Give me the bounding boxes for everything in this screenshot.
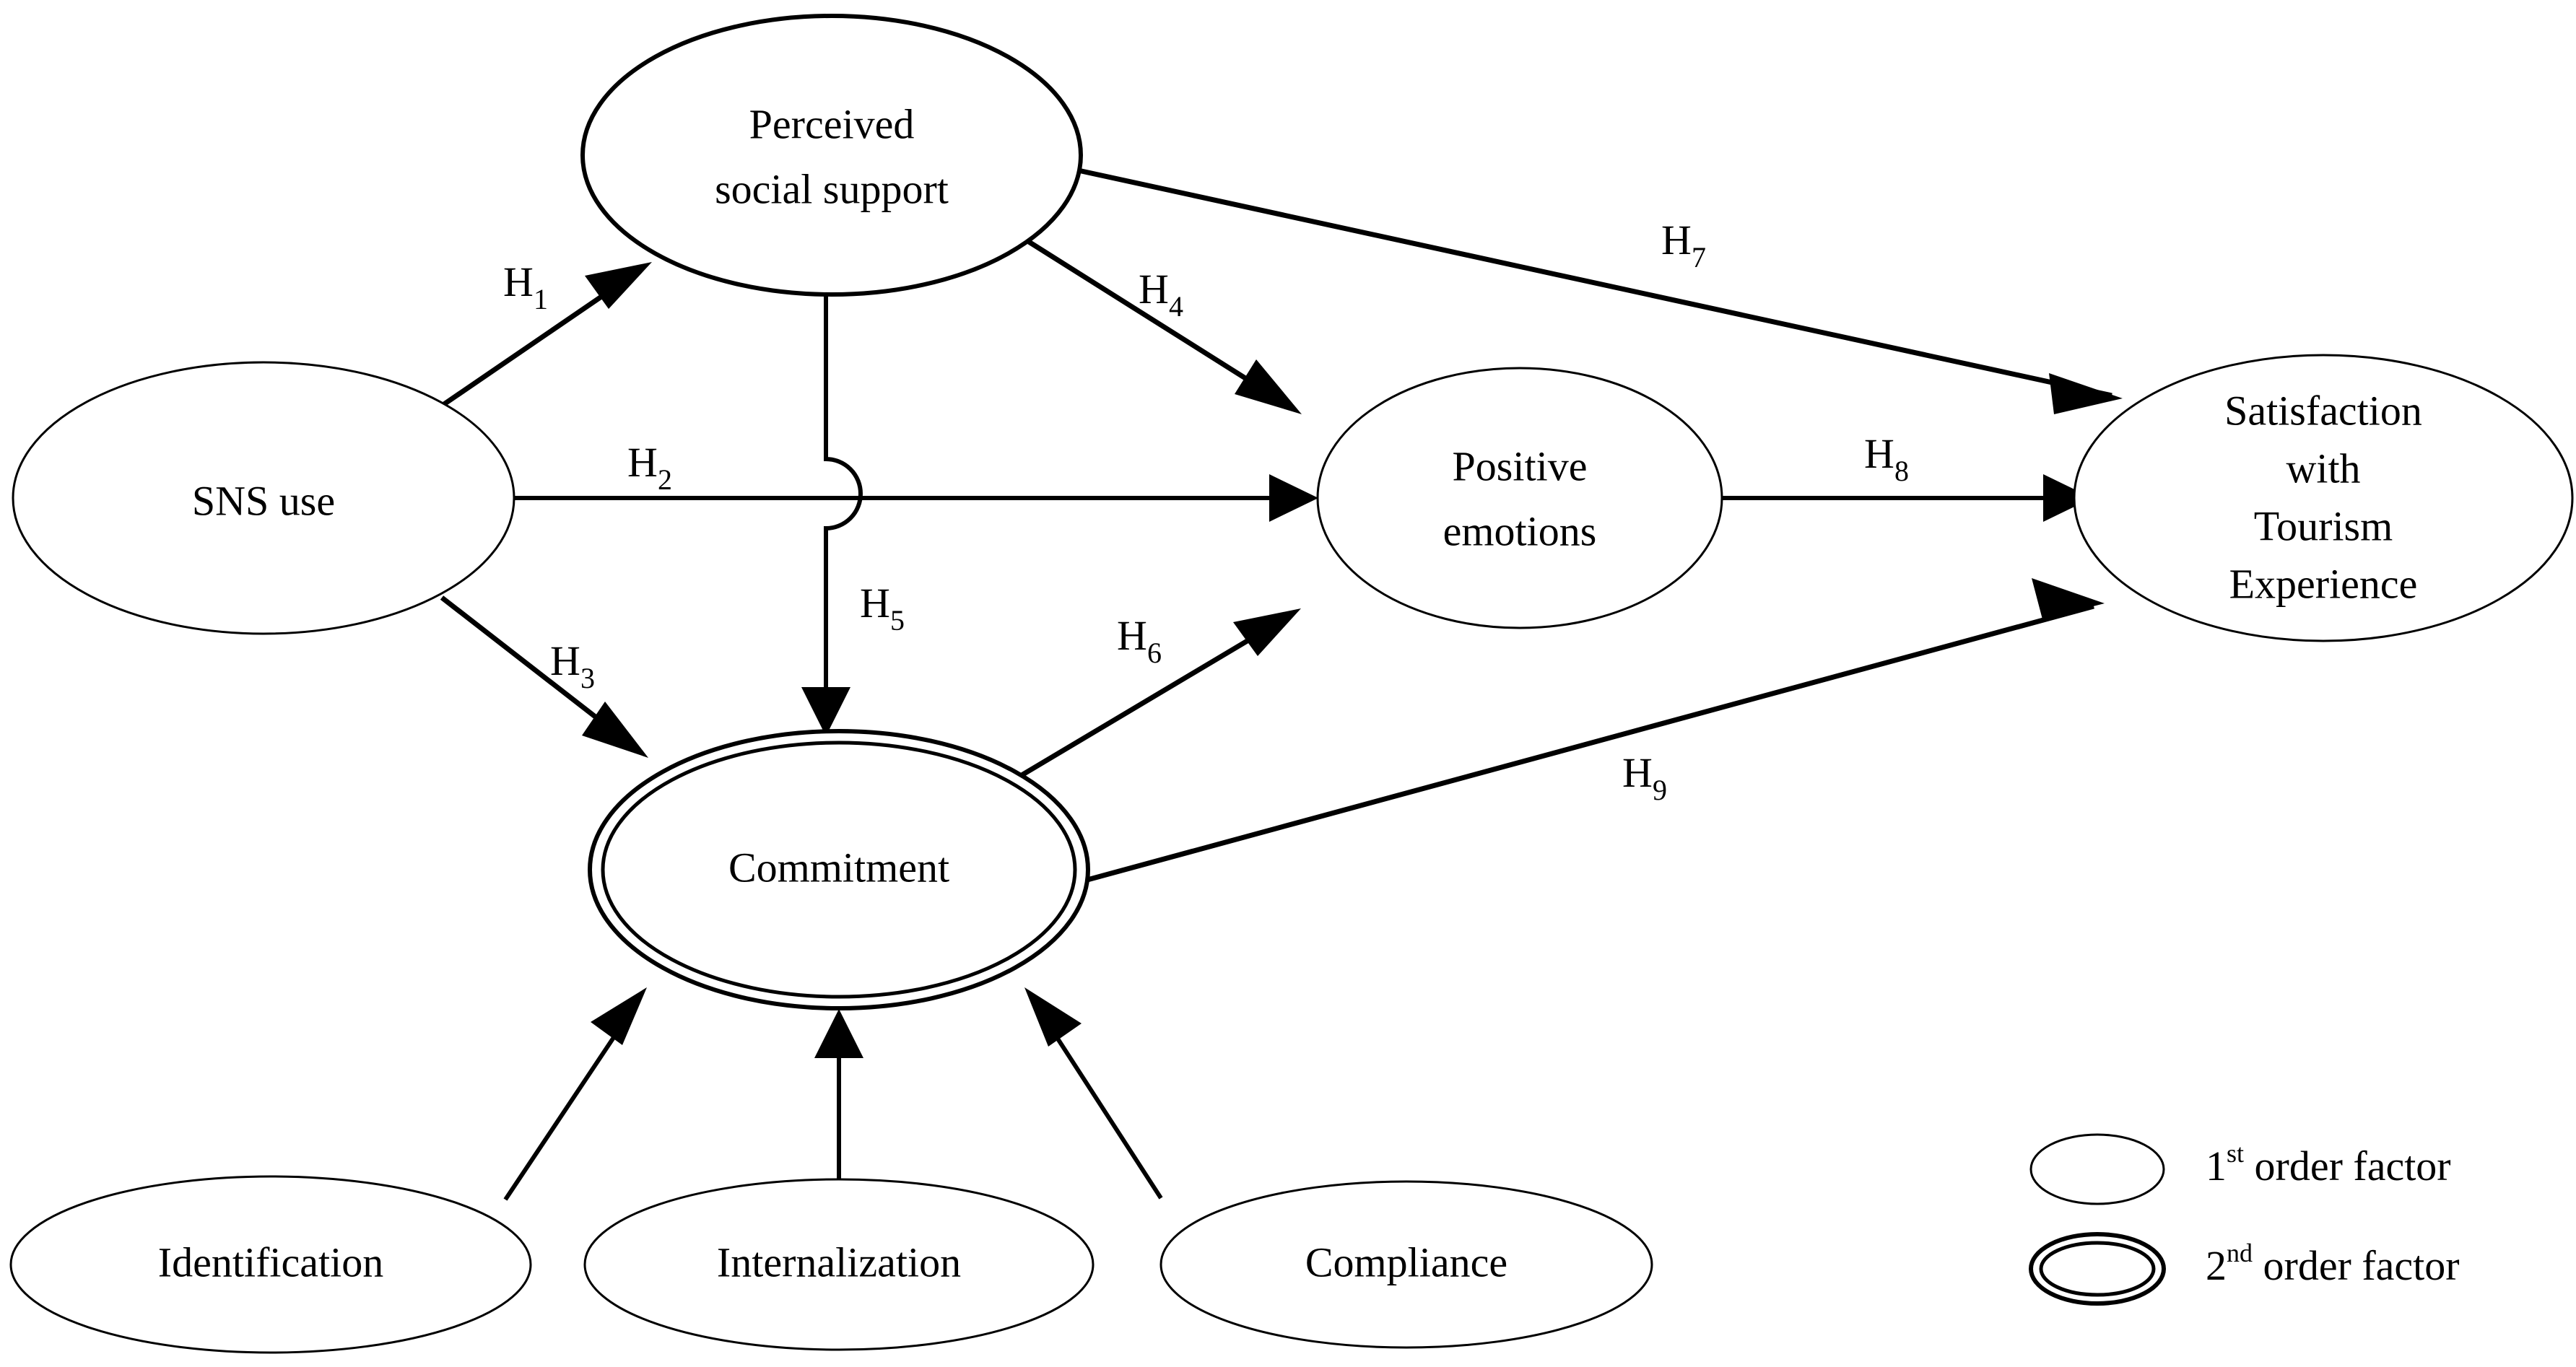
hyp-h7-base: H — [1661, 217, 1692, 263]
svg-text:H8: H8 — [1864, 430, 1909, 487]
arrowhead-h4 — [1235, 359, 1302, 414]
arrowhead-h8 — [2043, 474, 2092, 522]
edge-h6 — [1013, 608, 1301, 782]
hyp-h6-sub: 6 — [1147, 637, 1162, 669]
node-positive-emotions[interactable]: Positive emotions — [1316, 367, 1723, 629]
svg-text:H9: H9 — [1622, 749, 1667, 806]
hyp-h8-base: H — [1864, 430, 1894, 477]
node-label-identification: Identification — [158, 1239, 383, 1285]
arrowhead-compliance — [1024, 987, 1082, 1047]
node-commitment[interactable]: Commitment — [588, 729, 1090, 1010]
node-label-commitment: Commitment — [728, 844, 949, 891]
hyp-h2-base: H — [627, 439, 658, 486]
node-label-sns-use: SNS use — [192, 477, 335, 524]
node-label-satisfaction-line4: Experience — [2229, 560, 2418, 607]
legend-label-second-order: 2nd order factor — [2206, 1239, 2460, 1289]
node-label-internalization: Internalization — [717, 1239, 961, 1285]
svg-text:H7: H7 — [1661, 217, 1706, 274]
arrowhead-h5 — [801, 687, 850, 736]
hyp-h4-sub: 4 — [1169, 290, 1183, 323]
node-internalization[interactable]: Internalization — [583, 1178, 1095, 1351]
arrowhead-h3 — [582, 702, 648, 758]
edge-compliance-commitment — [1024, 987, 1163, 1200]
edge-h1 — [443, 262, 652, 406]
hyp-label-h9: H9 — [1622, 749, 1667, 806]
svg-text:H5: H5 — [860, 580, 905, 637]
arrowhead-h1 — [585, 262, 652, 309]
legend-item-second-order: 2nd order factor — [2029, 1232, 2460, 1306]
arrowhead-internalization — [814, 1009, 863, 1058]
legend-first-order-num: 1 — [2206, 1143, 2227, 1189]
node-label-positive-emotions-line2: emotions — [1443, 507, 1597, 554]
svg-text:H4: H4 — [1139, 266, 1183, 323]
legend-double-ellipse-icon-inner — [2039, 1241, 2156, 1297]
svg-text:H2: H2 — [627, 439, 672, 496]
hyp-h9-sub: 9 — [1653, 774, 1667, 806]
node-label-compliance: Compliance — [1305, 1239, 1507, 1285]
hyp-h9-base: H — [1622, 749, 1653, 796]
legend-first-order-rest: order factor — [2244, 1143, 2451, 1189]
legend: 1st order factor 2nd order factor — [2029, 1133, 2460, 1306]
hyp-label-h4: H4 — [1139, 266, 1183, 323]
edge-h7 — [1064, 165, 2123, 414]
hyp-h3-sub: 3 — [580, 662, 595, 694]
node-sns-use[interactable]: SNS use — [12, 361, 515, 635]
hyp-h1-base: H — [503, 258, 534, 305]
node-identification[interactable]: Identification — [9, 1175, 532, 1354]
edge-h5 — [801, 289, 863, 736]
hyp-h8-sub: 8 — [1894, 455, 1909, 487]
hyp-label-h7: H7 — [1661, 217, 1706, 274]
hyp-label-h2: H2 — [627, 439, 672, 496]
arrowhead-h9 — [2032, 578, 2105, 619]
arrowhead-h7 — [2049, 373, 2123, 414]
legend-item-first-order: 1st order factor — [2029, 1133, 2451, 1205]
edge-internalization-commitment — [814, 1009, 863, 1184]
hyp-h5-base: H — [860, 580, 890, 626]
edge-h8 — [1715, 474, 2092, 522]
edge-identification-commitment — [503, 987, 647, 1201]
svg-text:H1: H1 — [503, 258, 548, 315]
legend-single-ellipse-icon — [2029, 1133, 2165, 1205]
hyp-label-h6: H6 — [1117, 612, 1162, 669]
edge-h9 — [1079, 578, 2105, 885]
legend-second-order-num: 2 — [2206, 1242, 2227, 1289]
node-label-satisfaction-line1: Satisfaction — [2224, 387, 2422, 434]
edge-h4 — [1027, 240, 1302, 414]
hyp-label-h1: H1 — [503, 258, 548, 315]
arrowhead-h2 — [1269, 474, 1318, 522]
node-compliance[interactable]: Compliance — [1159, 1180, 1653, 1349]
hyp-h1-sub: 1 — [534, 283, 548, 315]
arrowhead-identification — [591, 987, 647, 1045]
hyp-label-h3: H3 — [550, 637, 595, 694]
hyp-h6-base: H — [1117, 612, 1147, 659]
legend-second-order-ord: nd — [2227, 1239, 2253, 1267]
hyp-h3-base: H — [550, 637, 580, 684]
hyp-h5-sub: 5 — [890, 604, 905, 637]
hyp-h4-base: H — [1139, 266, 1169, 313]
hyp-h2-sub: 2 — [658, 463, 672, 496]
edge-h2 — [514, 474, 1318, 522]
arrowhead-h6 — [1233, 608, 1301, 656]
node-label-perceived-social-support-line2: social support — [715, 165, 949, 212]
node-satisfaction-with-tourism-experience[interactable]: Satisfaction with Tourism Experience — [2073, 354, 2574, 642]
hyp-label-h5: H5 — [860, 580, 905, 637]
svg-text:H3: H3 — [550, 637, 595, 694]
legend-second-order-rest: order factor — [2253, 1242, 2460, 1289]
hyp-label-h8: H8 — [1864, 430, 1909, 487]
node-label-perceived-social-support-line1: Perceived — [749, 100, 915, 147]
node-label-satisfaction-line3: Tourism — [2254, 502, 2393, 549]
hyp-h7-sub: 7 — [1692, 241, 1706, 274]
svg-text:H6: H6 — [1117, 612, 1162, 669]
node-label-satisfaction-line2: with — [2286, 445, 2360, 492]
legend-first-order-ord: st — [2227, 1139, 2244, 1168]
legend-label-first-order: 1st order factor — [2206, 1139, 2451, 1189]
node-label-positive-emotions-line1: Positive — [1453, 442, 1588, 489]
node-perceived-social-support[interactable]: Perceived social support — [580, 14, 1083, 297]
edge-h3 — [440, 595, 648, 758]
